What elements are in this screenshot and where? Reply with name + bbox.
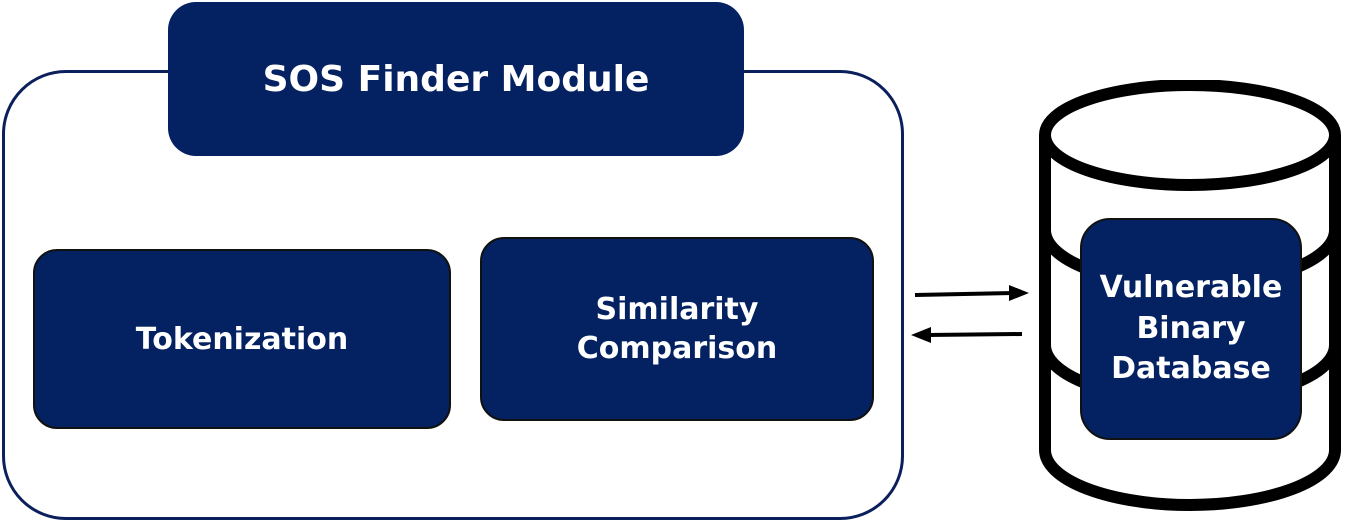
arrow-right-icon [914,285,1029,301]
module-title: SOS Finder Module [262,58,650,100]
tokenization-label: Tokenization [135,321,349,357]
bidirectional-arrows [911,285,1029,343]
arrow-left-icon [911,327,1023,343]
vulnerable-binary-database-box: Vulnerable Binary Database [1080,218,1302,440]
module-title-box: SOS Finder Module [168,2,744,156]
tokenization-block: Tokenization [33,249,451,429]
database-label: Vulnerable Binary Database [1099,270,1283,387]
similarity-comparison-label: Similarity Comparison [576,292,778,366]
similarity-comparison-block: Similarity Comparison [480,237,874,421]
